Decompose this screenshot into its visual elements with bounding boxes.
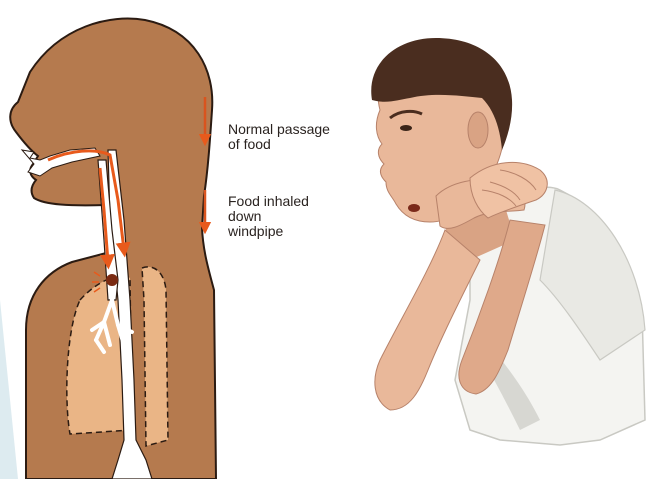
eye [400,125,412,131]
legend-normal-label: Normal passage of food [228,122,330,152]
ear [468,112,488,148]
choking-man-illustration [371,38,645,445]
cross-section-diagram [10,19,216,479]
slide-corner-decoration [0,300,18,479]
legend-inhaled-label: Food inhaled down windpipe [228,194,309,239]
food-bolus [106,274,118,286]
open-mouth [408,204,420,212]
lung-area-right [142,267,168,446]
